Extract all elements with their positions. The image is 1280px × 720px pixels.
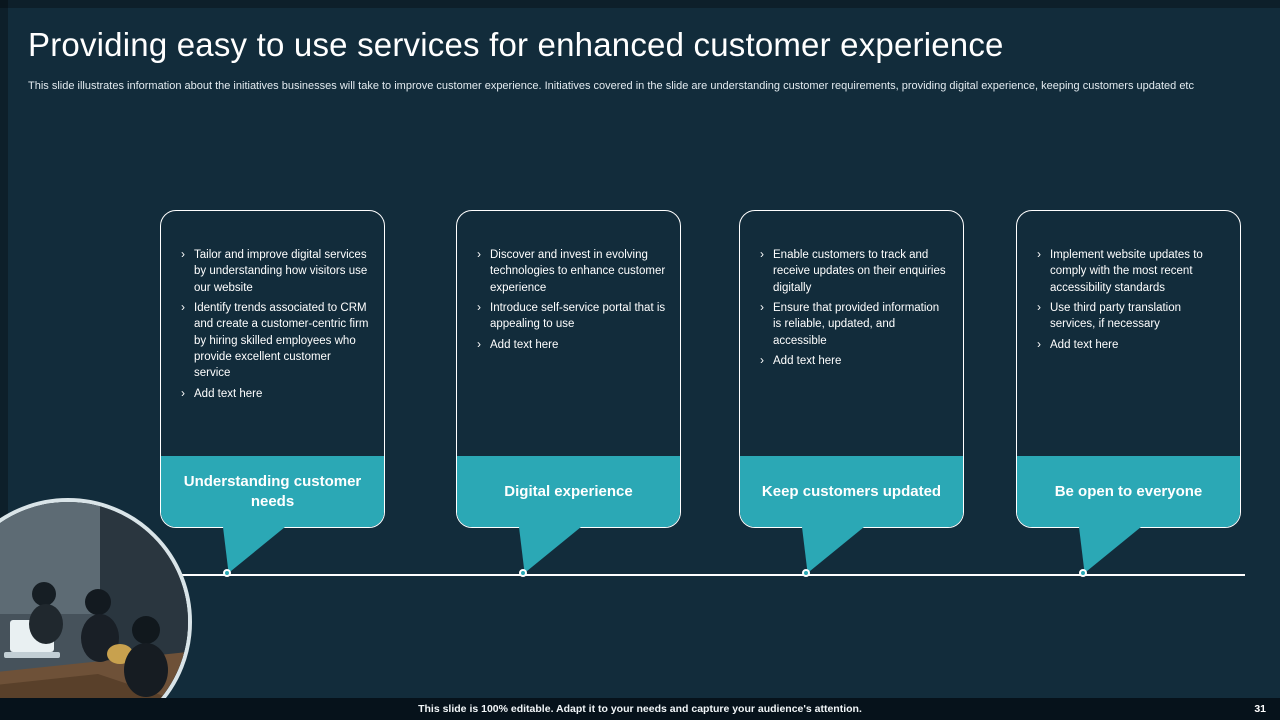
card-box: Tailor and improve digital services by u… — [160, 210, 385, 528]
page-title: Providing easy to use services for enhan… — [28, 26, 1004, 63]
bullet-list: Discover and invest in evolving technolo… — [457, 211, 680, 456]
bullet-list: Implement website updates to comply with… — [1017, 211, 1240, 456]
card-pointer-tail — [1079, 527, 1141, 573]
timeline-dot — [519, 569, 527, 577]
slide-subtitle: This slide illustrates information about… — [28, 80, 1194, 92]
bullet-item: Enable customers to track and receive up… — [760, 246, 949, 296]
slide-left-edge — [0, 0, 8, 720]
bullet-item: Implement website updates to comply with… — [1037, 246, 1226, 296]
bullet-item: Tailor and improve digital services by u… — [181, 246, 370, 296]
initiative-card-be-open-to-everyone: Implement website updates to comply with… — [1016, 210, 1241, 573]
page-number: 31 — [1254, 703, 1266, 715]
card-box: Discover and invest in evolving technolo… — [456, 210, 681, 528]
initiative-card-digital-experience: Discover and invest in evolving technolo… — [456, 210, 681, 573]
bullet-item: Ensure that provided information is reli… — [760, 299, 949, 349]
meeting-photo-circle — [0, 498, 192, 720]
card-box: Enable customers to track and receive up… — [739, 210, 964, 528]
meeting-photo — [0, 502, 188, 720]
footer-note: This slide is 100% editable. Adapt it to… — [418, 703, 862, 715]
bullet-item: Use third party translation services, if… — [1037, 299, 1226, 333]
initiative-card-keep-customers-updated: Enable customers to track and receive up… — [739, 210, 964, 573]
card-pointer-tail — [223, 527, 285, 573]
bullet-item: Discover and invest in evolving technolo… — [477, 246, 666, 296]
card-label: Be open to everyone — [1017, 456, 1240, 527]
card-label: Keep customers updated — [740, 456, 963, 527]
card-label: Understanding customer needs — [161, 456, 384, 527]
timeline-line — [180, 574, 1245, 576]
bullet-item: Add text here — [181, 385, 370, 402]
bullet-item: Add text here — [760, 352, 949, 369]
card-box: Implement website updates to comply with… — [1016, 210, 1241, 528]
timeline-dot — [1079, 569, 1087, 577]
bullet-item: Add text here — [1037, 336, 1226, 353]
card-label: Digital experience — [457, 456, 680, 527]
slide-top-edge — [0, 0, 1280, 8]
card-pointer-tail — [519, 527, 581, 573]
bullet-list: Tailor and improve digital services by u… — [161, 211, 384, 456]
slide-footer-bar: This slide is 100% editable. Adapt it to… — [0, 698, 1280, 720]
card-pointer-tail — [802, 527, 864, 573]
bullet-item: Introduce self-service portal that is ap… — [477, 299, 666, 333]
bullet-item: Add text here — [477, 336, 666, 353]
timeline-dot — [802, 569, 810, 577]
initiative-card-understanding-customer-needs: Tailor and improve digital services by u… — [160, 210, 385, 573]
bullet-list: Enable customers to track and receive up… — [740, 211, 963, 456]
bullet-item: Identify trends associated to CRM and cr… — [181, 299, 370, 382]
timeline-dot — [223, 569, 231, 577]
